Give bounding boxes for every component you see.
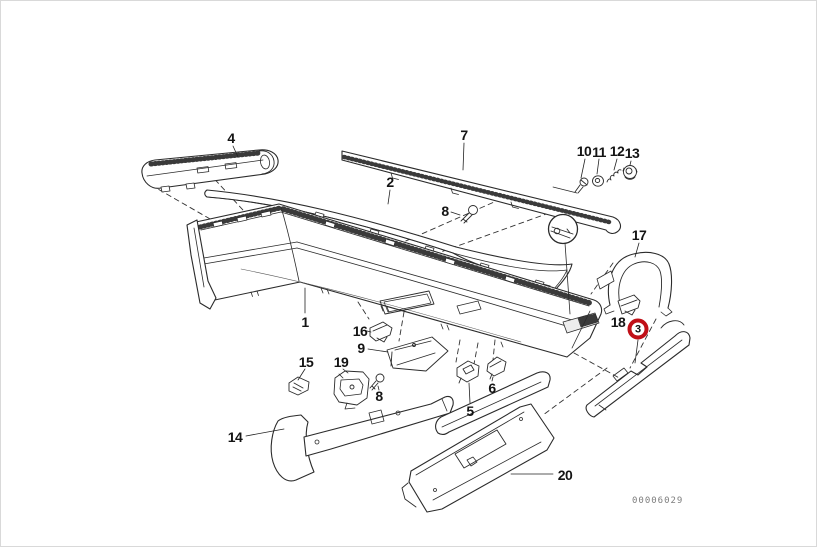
part-callout-16[interactable]: 16 — [352, 323, 368, 339]
part-callout-10[interactable]: 10 — [576, 143, 592, 159]
part-16-clip-drawing — [369, 321, 393, 343]
part-4-impact-strip-drawing — [141, 149, 279, 193]
part-callout-8[interactable]: 8 — [441, 203, 449, 219]
fastener-13-nut-drawing — [622, 165, 638, 180]
fastener-11-washer-drawing — [592, 175, 604, 187]
part-7-rail-strip-drawing — [341, 150, 622, 235]
part-callout-20[interactable]: 20 — [557, 467, 573, 483]
part-14-skirt-drawing — [270, 395, 454, 482]
part-callout-8[interactable]: 8 — [375, 388, 383, 404]
part-17-bracket-drawing — [596, 251, 673, 317]
part-callout-1[interactable]: 1 — [301, 314, 309, 330]
part-callout-19[interactable]: 19 — [333, 354, 349, 370]
fastener-axis-line — [552, 186, 578, 194]
part-19-bracket-drawing — [333, 370, 370, 410]
part-callout-13[interactable]: 13 — [624, 145, 640, 161]
part-callout-7[interactable]: 7 — [460, 127, 468, 143]
part-20-panel-drawing — [401, 403, 555, 513]
drawing-number: 00006029 — [632, 496, 684, 506]
selected-part-ring[interactable]: 3 — [627, 318, 649, 340]
part-1-bumper-drawing — [186, 203, 603, 358]
part-3-side-section-drawing — [585, 320, 691, 418]
part-15-clip-drawing — [288, 376, 310, 396]
part-callout-12[interactable]: 12 — [609, 143, 625, 159]
part-callout-4[interactable]: 4 — [227, 130, 235, 146]
part-callout-14[interactable]: 14 — [227, 429, 243, 445]
part-callout-11[interactable]: 11 — [592, 144, 606, 160]
part-8-upper-bolt-drawing — [460, 205, 478, 224]
part-callout-9[interactable]: 9 — [357, 340, 365, 356]
fastener-12-spring-washer-drawing — [606, 169, 622, 183]
part-callout-15[interactable]: 15 — [298, 354, 314, 370]
detail-callout-circle — [547, 213, 579, 315]
part-callout-2[interactable]: 2 — [386, 174, 394, 190]
right-skirt-blade-drawing — [435, 371, 551, 435]
callout-leader-lines — [232, 142, 640, 475]
part-callout-17[interactable]: 17 — [631, 227, 647, 243]
part-18-clip-drawing — [617, 294, 641, 316]
part-callout-18[interactable]: 18 — [610, 314, 626, 330]
fastener-10-screw-drawing — [574, 177, 589, 194]
selected-part-number: 3 — [634, 323, 642, 335]
part-6-clip-drawing — [486, 356, 507, 380]
part-5-clip-drawing — [456, 360, 480, 384]
part-callout-5[interactable]: 5 — [466, 403, 474, 419]
part-callout-6[interactable]: 6 — [488, 380, 496, 396]
part-9-plate-drawing — [386, 336, 449, 372]
part-8-lower-bolt-drawing — [369, 373, 385, 391]
